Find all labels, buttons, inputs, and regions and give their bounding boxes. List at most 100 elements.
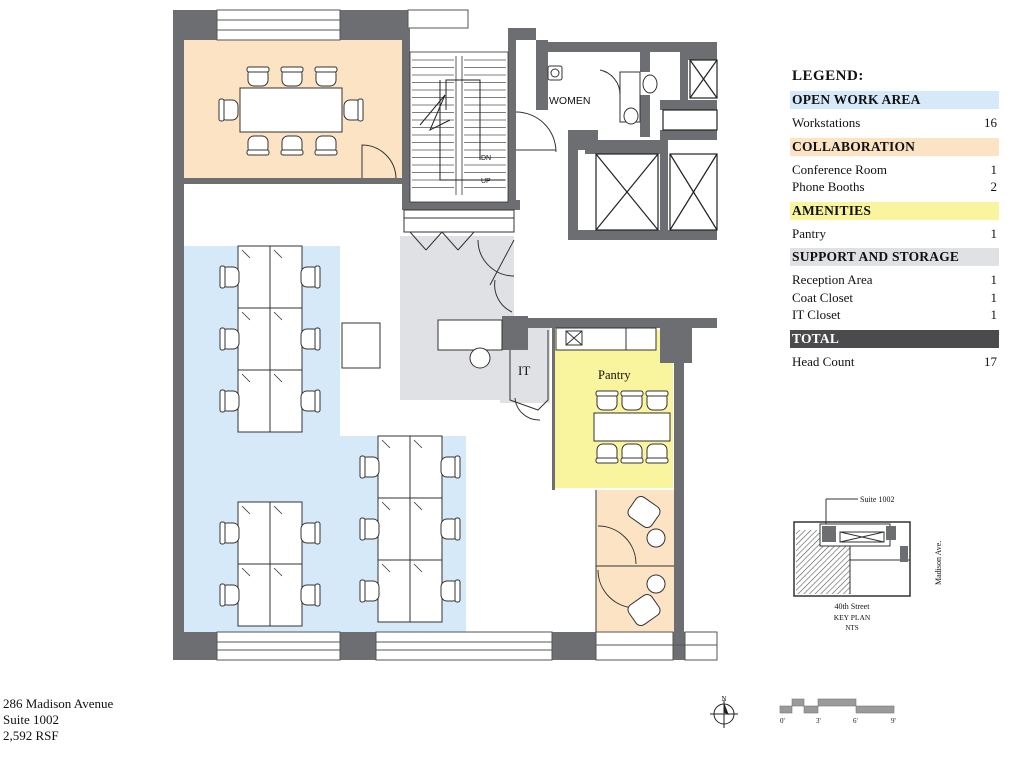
reception-zone	[400, 236, 514, 400]
legend-item-count: 2	[990, 179, 998, 194]
chair-icon	[219, 521, 240, 545]
reception-door	[477, 239, 515, 313]
workstation-cluster	[359, 435, 461, 623]
legend-item-count: 1	[990, 272, 998, 287]
reception-desk	[437, 319, 503, 369]
stair-treads	[412, 59, 506, 188]
legend-item-count: 1	[990, 161, 998, 177]
chair-icon	[300, 583, 321, 607]
conference-table	[239, 87, 343, 133]
conference-door	[361, 144, 397, 179]
workstation-cluster	[219, 501, 321, 627]
legend-category: TOTAL	[790, 329, 999, 348]
pantry-counter	[555, 327, 657, 351]
legend-item-label: IT Closet	[792, 307, 841, 322]
women-label: WOMEN	[549, 95, 590, 107]
legend-item: Reception Area 1	[790, 271, 999, 289]
it-closet	[509, 330, 549, 421]
phone-booths	[595, 490, 674, 632]
key-plan	[793, 498, 911, 597]
legend-item: Head Count 17	[790, 353, 999, 371]
key-plan-avenue-label: Madison Ave.	[934, 541, 943, 585]
legend-category: COLLABORATION	[790, 137, 999, 156]
chair-icon	[595, 443, 619, 464]
chair-icon	[300, 327, 321, 351]
legend-item-count: 1	[990, 289, 998, 305]
chair-icon	[219, 265, 240, 289]
conference-chairs	[218, 66, 364, 156]
legend-item: Coat Closet 1	[790, 289, 999, 307]
chair-icon	[246, 66, 270, 87]
north-label: N	[721, 695, 726, 703]
scale-label-3: 3'	[816, 717, 821, 725]
suite-line: Suite 1002	[3, 712, 59, 727]
legend-item-label: Phone Booths	[792, 179, 865, 194]
address-block: 286 Madison Avenue Suite 1002 2,592 RSF	[3, 696, 113, 744]
windows	[216, 9, 718, 661]
chair-icon	[300, 521, 321, 545]
legend-category: SUPPORT AND STORAGE	[790, 248, 999, 266]
legend-title: LEGEND:	[792, 68, 864, 84]
restroom	[515, 65, 658, 153]
chair-icon	[280, 66, 304, 87]
legend-item-count: 17	[984, 353, 997, 369]
exterior-walls	[173, 10, 685, 660]
chair-icon	[219, 583, 240, 607]
legend-item-count: 1	[990, 307, 998, 322]
legend-item: Phone Booths 2	[790, 178, 999, 196]
scale-label-0: 0'	[780, 717, 785, 725]
stairs	[409, 51, 509, 203]
scale-bar	[779, 698, 895, 714]
chair-icon	[595, 390, 619, 411]
chair-icon	[218, 98, 239, 122]
legend-item-label: Head Count	[792, 353, 855, 369]
key-plan-subtitle: NTS	[845, 624, 858, 632]
core-walls	[184, 28, 717, 632]
it-label: IT	[518, 363, 530, 378]
legend-item-label: Coat Closet	[792, 289, 854, 305]
legend-item-count: 1	[990, 225, 998, 241]
pantry-label: Pantry	[598, 368, 631, 382]
chair-icon	[300, 265, 321, 289]
chair-icon	[343, 98, 364, 122]
chair-icon	[314, 135, 338, 156]
key-plan-suite-label: Suite 1002	[860, 495, 894, 504]
legend-item: Conference Room 1	[790, 161, 999, 179]
chair-icon	[359, 579, 380, 603]
legend-item-label: Conference Room	[792, 161, 887, 177]
workstations	[219, 245, 461, 627]
chair-icon	[620, 443, 644, 464]
legend-category: AMENITIES	[790, 201, 999, 220]
chair-icon	[359, 517, 380, 541]
chair-icon	[280, 135, 304, 156]
chair-icon	[440, 455, 461, 479]
pantry-chairs	[595, 390, 669, 464]
chair-icon	[300, 389, 321, 413]
chair-icon	[440, 579, 461, 603]
scale-label-6: 6'	[853, 717, 858, 725]
chair-icon	[219, 327, 240, 351]
legend-item-count: 16	[984, 115, 997, 130]
legend-item: IT Closet 1	[790, 306, 999, 324]
legend-item-label: Reception Area	[792, 272, 873, 287]
chair-icon	[620, 390, 644, 411]
stair-dn-label: DN	[481, 155, 491, 162]
key-plan-street-label: 40th Street	[835, 602, 871, 611]
chair-icon	[314, 66, 338, 87]
legend-item: Pantry 1	[790, 225, 999, 243]
chair-icon	[645, 390, 669, 411]
area-line: 2,592 RSF	[3, 728, 59, 743]
chair-icon	[359, 455, 380, 479]
chair-icon	[246, 135, 270, 156]
legend-item-label: Pantry	[792, 225, 826, 241]
pantry-table	[593, 412, 671, 442]
scale-label-9: 9'	[891, 717, 896, 725]
elevators	[595, 59, 718, 231]
workstation-cluster	[219, 245, 321, 433]
chair-icon	[645, 443, 669, 464]
stair-arrows	[419, 79, 505, 181]
